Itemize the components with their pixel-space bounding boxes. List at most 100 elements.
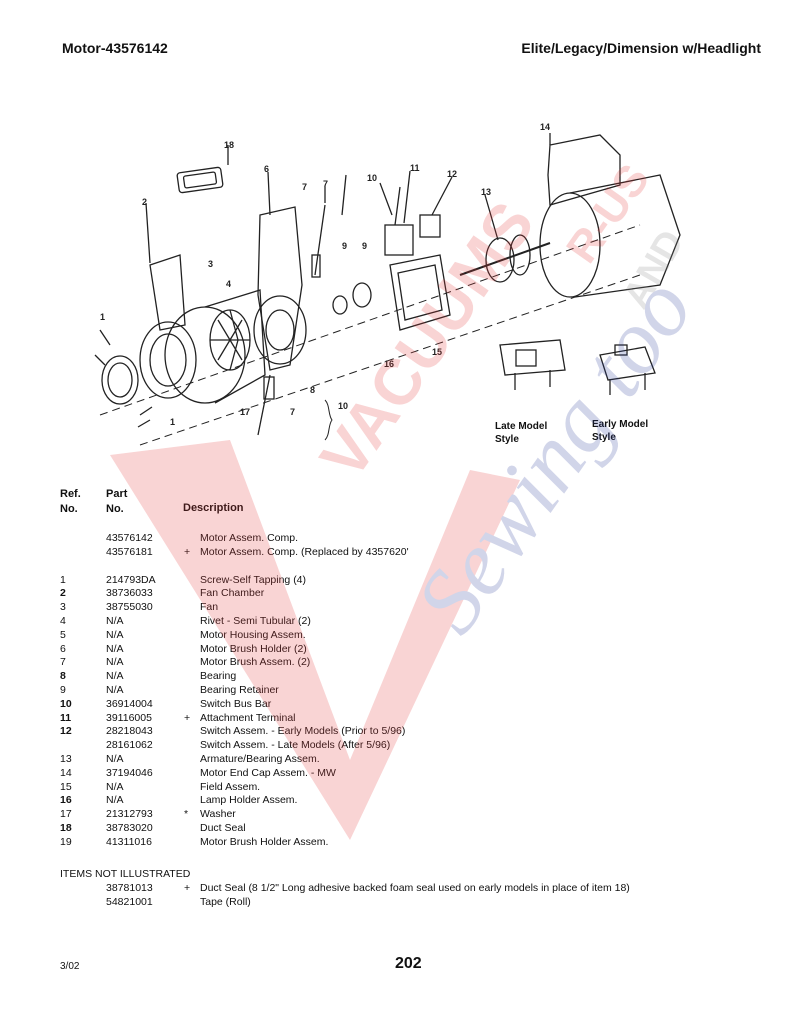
late-caption-line2: Style: [495, 434, 519, 445]
early-caption-line1: Early Model: [592, 419, 649, 430]
callout-14: 14: [540, 122, 550, 132]
description-cell: Switch Assem. - Late Models (After 5/96): [200, 739, 391, 752]
callout-4: 4: [226, 279, 231, 289]
description-cell: Armature/Bearing Assem.: [200, 752, 320, 765]
description-cell: Switch Assem. - Early Models (Prior to 5…: [200, 725, 406, 738]
description-cell: Motor Brush Assem. (2): [200, 656, 311, 669]
ref-no-cell: 14: [60, 766, 72, 779]
description-cell: Motor End Cap Assem. - MW: [200, 766, 336, 779]
part-no-cell: 38781013: [106, 882, 153, 894]
description-cell: Switch Bus Bar: [200, 697, 272, 710]
exploded-motor-diagram: 18 2 6 3 4 7 7 9 9 10 11 12 13 14 15 16 …: [94, 122, 681, 446]
ref-no-cell: 9: [60, 683, 66, 696]
callout-2: 2: [142, 197, 147, 207]
callout-16: 16: [384, 359, 394, 369]
part-no-cell: 28161062: [106, 739, 153, 752]
callout-15: 15: [432, 347, 442, 357]
callout-1b: 1: [170, 417, 175, 427]
part-no-cell: N/A: [106, 642, 124, 655]
availability-mark: +: [184, 711, 191, 724]
ref-no-cell: 12: [60, 725, 72, 738]
late-model-caption: Late Model Style: [495, 420, 547, 446]
callout-9b: 9: [362, 241, 367, 251]
callout-17: 17: [240, 407, 250, 417]
description-cell: Motor Assem. Comp. (Replaced by 4357620': [200, 545, 409, 558]
parts-row: 12 28218043 Switch Assem. - Early Models (…: [0, 725, 791, 739]
availability-mark: +: [184, 545, 191, 558]
callout-13: 13: [481, 187, 491, 197]
description-cell: Fan Chamber: [200, 587, 265, 600]
ref-no-cell: 19: [60, 835, 72, 848]
ref-no-cell: 16: [60, 794, 72, 807]
model-subtitle: Elite/Legacy/Dimension w/Headlight: [521, 40, 761, 56]
description-cell: Washer: [200, 808, 236, 821]
part-no-cell: N/A: [106, 780, 124, 793]
row-spacer: [0, 560, 791, 574]
ref-header-line2: No.: [60, 503, 78, 515]
part-no-cell: 54821001: [106, 895, 153, 908]
part-no-cell: 214793DA: [106, 573, 156, 586]
ref-no-cell: 1: [60, 573, 66, 586]
page-title: Motor-43576142: [62, 40, 168, 56]
availability-mark: +: [184, 882, 191, 894]
page-number: 202: [395, 955, 422, 972]
ref-no-header: Ref. No.: [60, 487, 81, 517]
callout-7b: 7: [290, 407, 295, 417]
part-no-cell: 38736033: [106, 587, 153, 600]
callout-11: 11: [410, 163, 420, 173]
part-no-cell: 43576181: [106, 545, 153, 558]
parts-row: 28161062 Switch Assem. - Late Models (Aft…: [0, 739, 791, 753]
part-no-cell: 41311016: [106, 835, 152, 848]
description-cell: Motor Assem. Comp.: [200, 532, 299, 544]
parts-row: 5 N/A Motor Housing Assem.: [0, 629, 791, 643]
ref-no-cell: 8: [60, 670, 66, 683]
callout-12: 12: [447, 169, 457, 179]
early-caption-line2: Style: [592, 432, 616, 443]
description-cell: Fan: [200, 601, 219, 614]
part-no-cell: N/A: [106, 656, 124, 669]
description-cell: Field Assem.: [200, 780, 261, 793]
part-no-header: Part No.: [106, 487, 127, 517]
part-no-cell: 39116005: [106, 711, 152, 724]
description-cell: Bearing Retainer: [200, 683, 279, 696]
description-cell: Motor Brush Holder (2): [200, 642, 307, 655]
part-no-cell: 28218043: [106, 725, 153, 738]
parts-row: 15 N/A Field Assem.: [0, 781, 791, 795]
ref-no-cell: 15: [60, 780, 72, 793]
not-illustrated-list: 38781013 + Duct Seal (8 1/2" Long adhesive…: [0, 882, 791, 910]
ref-no-cell: 2: [60, 587, 66, 600]
parts-row: 10 36914004 Switch Bus Bar: [0, 698, 791, 712]
part-no-cell: 38755030: [106, 601, 153, 614]
callout-1: 1: [100, 312, 105, 322]
description-cell: Motor Brush Holder Assem.: [200, 835, 329, 848]
description-cell: Duct Seal (8 1/2" Long adhesive backed f…: [200, 882, 630, 894]
callout-10b: 10: [338, 401, 348, 411]
callout-5: 6: [264, 164, 269, 174]
ref-no-cell: 17: [60, 808, 72, 821]
description-cell: Attachment Terminal: [200, 711, 296, 724]
part-no-cell: 36914004: [106, 697, 153, 710]
part-no-cell: N/A: [106, 628, 124, 641]
ref-no-cell: 13: [60, 752, 72, 765]
callout-9: 9: [342, 241, 347, 251]
callout-3: 3: [208, 259, 213, 269]
ref-header-line1: Ref.: [60, 488, 81, 500]
ref-no-cell: 10: [60, 697, 72, 710]
description-cell: Lamp Holder Assem.: [200, 794, 298, 807]
parts-row: 3 38755030 Fan: [0, 601, 791, 615]
ref-no-cell: 5: [60, 628, 66, 641]
description-cell: Duct Seal: [200, 821, 246, 834]
part-header-line1: Part: [106, 488, 128, 500]
ref-no-cell: 3: [60, 601, 66, 614]
description-cell: Motor Housing Assem.: [200, 628, 306, 641]
